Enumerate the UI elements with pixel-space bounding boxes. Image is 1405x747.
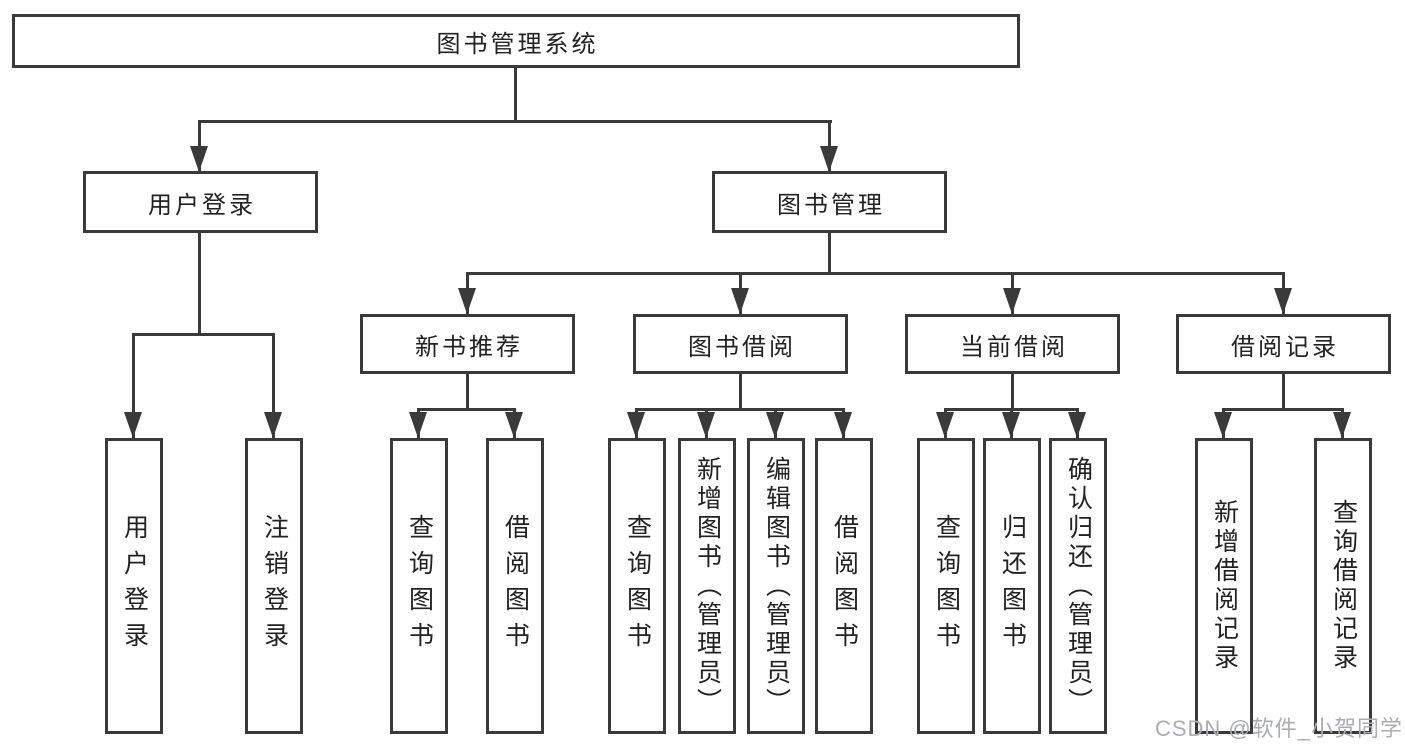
arrow-down-icon <box>627 408 645 438</box>
leaf-query-borrow-record: 查询借阅记录 <box>1314 438 1372 734</box>
connector-book-borrow-stem <box>739 374 742 408</box>
arrow-down-icon <box>1002 408 1020 438</box>
leaf-label: 归还图书 <box>998 514 1027 658</box>
leaf-label: 新增借阅记录 <box>1210 499 1239 673</box>
arrow-down-icon <box>264 333 282 438</box>
node-label: 图书借阅 <box>688 333 796 361</box>
arrow-down-icon <box>731 272 749 314</box>
leaf-add-book-admin: 新增图书（管理员） <box>678 438 736 734</box>
arrow-down-icon <box>1333 408 1351 438</box>
connector-level2-rail <box>198 120 832 123</box>
arrow-down-icon <box>458 272 476 314</box>
csdn-watermark: CSDN @软件_小贺同学 <box>1154 716 1403 741</box>
node-label: 用户登录 <box>148 191 256 219</box>
leaf-borrow-books: 借阅图书 <box>815 438 873 734</box>
arrow-down-icon <box>697 408 715 438</box>
leaf-label: 用户登录 <box>120 514 149 658</box>
leaf-label: 查询图书 <box>623 514 652 658</box>
node-label: 借阅记录 <box>1231 333 1339 361</box>
arrow-down-icon <box>1003 272 1021 314</box>
arrow-down-icon <box>1274 272 1292 314</box>
leaf-label: 新增图书（管理员） <box>693 455 722 717</box>
arrow-down-icon <box>1214 408 1232 438</box>
node-label: 图书管理系统 <box>436 30 599 58</box>
node-user-login: 用户登录 <box>83 171 318 233</box>
node-current-borrow: 当前借阅 <box>905 314 1120 374</box>
arrow-down-icon <box>190 120 208 172</box>
node-new-book-recommend: 新书推荐 <box>360 314 575 374</box>
leaf-label: 借阅图书 <box>501 514 530 658</box>
leaf-user-login: 用户登录 <box>105 438 163 734</box>
arrow-down-icon <box>766 408 784 438</box>
connector-user-login-stem <box>198 233 201 333</box>
leaf-label: 查询图书 <box>405 514 434 658</box>
connector-level3-rail <box>466 272 1285 275</box>
arrow-down-icon <box>1068 408 1086 438</box>
node-label: 新书推荐 <box>415 333 523 361</box>
connector-book-mgmt-stem <box>828 233 831 272</box>
connector-book-borrow-rail <box>635 408 845 411</box>
leaf-logout: 注销登录 <box>245 438 303 734</box>
connector-current-borrow-stem <box>1011 374 1014 408</box>
arrow-down-icon <box>124 333 142 438</box>
connector-borrow-record-stem <box>1282 374 1285 408</box>
leaf-label: 查询借阅记录 <box>1329 499 1358 673</box>
leaf-edit-book-admin: 编辑图书（管理员） <box>747 438 805 734</box>
connector-root-stem <box>514 68 517 120</box>
arrow-down-icon <box>834 408 852 438</box>
arrow-down-icon <box>820 120 838 172</box>
node-book-management: 图书管理 <box>712 171 947 233</box>
leaf-label: 借阅图书 <box>830 514 859 658</box>
connector-borrow-record-rail <box>1222 408 1344 411</box>
arrow-down-icon <box>936 408 954 438</box>
leaf-label: 编辑图书（管理员） <box>762 455 791 717</box>
leaf-label: 查询图书 <box>932 514 961 658</box>
node-borrow-record: 借阅记录 <box>1176 314 1391 374</box>
leaf-query-books: 查询图书 <box>390 438 448 734</box>
leaf-return-books: 归还图书 <box>983 438 1041 734</box>
node-label: 图书管理 <box>777 191 885 219</box>
leaf-add-borrow-record: 新增借阅记录 <box>1195 438 1253 734</box>
connector-user-login-rail <box>132 333 275 336</box>
arrow-down-icon <box>409 408 427 438</box>
connector-new-book-rail <box>417 408 516 411</box>
node-root-system: 图书管理系统 <box>12 14 1020 68</box>
leaf-query-books: 查询图书 <box>917 438 975 734</box>
node-book-borrow: 图书借阅 <box>633 314 848 374</box>
leaf-query-books: 查询图书 <box>608 438 666 734</box>
leaf-borrow-books: 借阅图书 <box>486 438 544 734</box>
connector-new-book-stem <box>466 374 469 408</box>
leaf-label: 确认归还（管理员） <box>1064 455 1093 717</box>
node-label: 当前借阅 <box>960 333 1068 361</box>
leaf-label: 注销登录 <box>260 514 289 658</box>
leaf-confirm-return-admin: 确认归还（管理员） <box>1049 438 1107 734</box>
arrow-down-icon <box>505 408 523 438</box>
